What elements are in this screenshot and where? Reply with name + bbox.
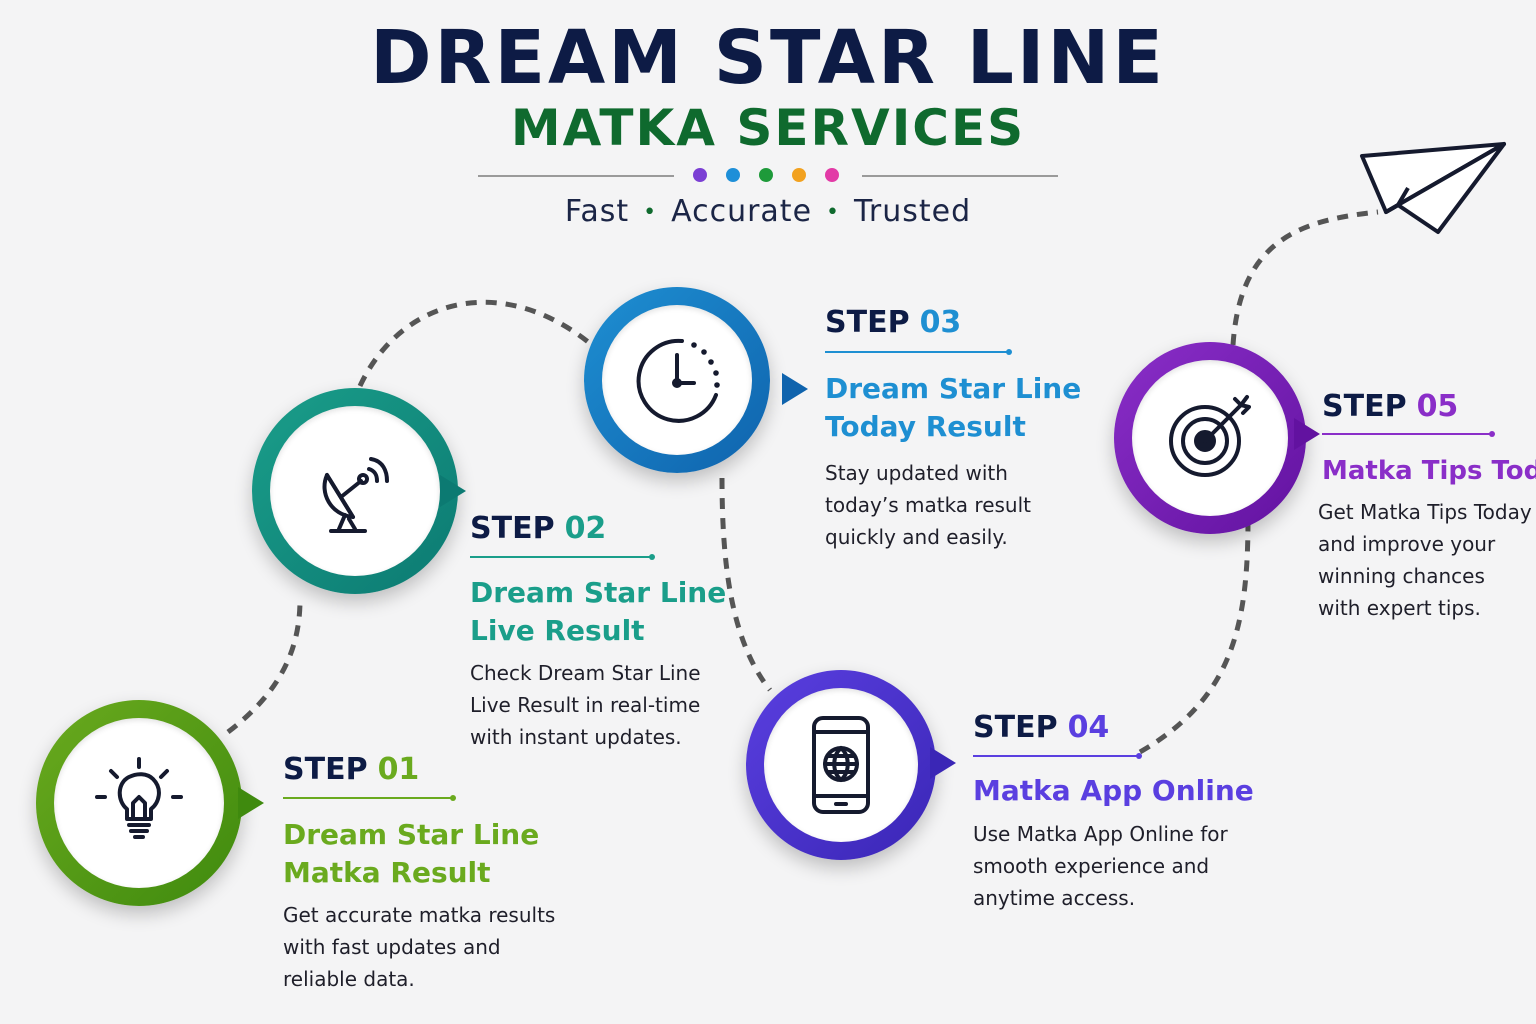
satellite-dish-icon (305, 441, 405, 541)
header-dot (693, 168, 707, 182)
step-description: smooth experience and (973, 854, 1210, 878)
step-05-pointer (1294, 418, 1320, 450)
header-dot (759, 168, 773, 182)
step-heading: Dream Star Line (825, 372, 1082, 405)
page-title: DREAM STAR LINE (370, 15, 1166, 101)
step-number: 03 (919, 305, 962, 340)
paper-plane-icon (1360, 142, 1506, 234)
step-description: anytime access. (973, 886, 1136, 910)
step-label: STEP 04 (973, 710, 1109, 746)
step-03-icon-well (602, 305, 752, 455)
step-description: winning chances (1318, 564, 1485, 588)
step-04-icon-well (764, 688, 918, 842)
step-rule (470, 554, 655, 560)
step-description: Get accurate matka results (283, 903, 556, 927)
step-04-circle (746, 670, 936, 860)
step-04-pointer (930, 747, 956, 779)
step-05-circle (1114, 342, 1306, 534)
step-heading: Matka Result (283, 856, 491, 889)
step-description: Live Result in real-time (470, 693, 701, 717)
step-description: Get Matka Tips Today (1318, 500, 1532, 524)
connector-3-4 (719, 477, 772, 692)
connector-4-5 (1138, 519, 1251, 755)
header-dot (726, 168, 740, 182)
tagline-trusted: Trusted (854, 194, 972, 229)
target-icon (1155, 383, 1265, 493)
step-description: reliable data. (283, 967, 415, 991)
step-02-pointer (440, 475, 466, 507)
step-label-prefix: STEP (283, 752, 368, 787)
tagline-accurate: Accurate (671, 194, 813, 229)
step-label-prefix: STEP (825, 305, 910, 340)
header-divider-left (478, 175, 674, 177)
header-dot (792, 168, 806, 182)
step-number: 02 (564, 511, 607, 546)
step-03-pointer (782, 373, 808, 405)
step-label-prefix: STEP (470, 511, 555, 546)
tagline-separator: • (643, 199, 658, 225)
step-description: quickly and easily. (825, 525, 1008, 549)
step-01-circle (36, 700, 242, 906)
step-label: STEP 03 (825, 305, 961, 341)
step-description: with fast updates and (283, 935, 501, 959)
step-number: 01 (377, 752, 420, 787)
step-number: 05 (1416, 389, 1459, 424)
header-divider-right (862, 175, 1058, 177)
step-label: STEP 02 (470, 511, 606, 547)
step-heading: Live Result (470, 614, 645, 647)
connector-5-plane (1230, 209, 1379, 346)
step-01-pointer (238, 787, 264, 819)
tagline-separator: • (826, 199, 841, 225)
tagline: Fast • Accurate • Trusted (0, 192, 1536, 233)
step-label-prefix: STEP (1322, 389, 1407, 424)
connector-2-3 (357, 299, 594, 388)
step-heading: Matka App Online (973, 774, 1254, 807)
step-rule (1322, 431, 1495, 437)
step-02-icon-well (270, 406, 440, 576)
header-dot (825, 168, 839, 182)
step-label: STEP 05 (1322, 389, 1458, 425)
step-03-circle (584, 287, 770, 473)
step-02-circle (252, 388, 458, 594)
step-description: Use Matka App Online for (973, 822, 1228, 846)
step-01-icon-well (54, 718, 224, 888)
step-description: and improve your (1318, 532, 1496, 556)
step-heading: Matka Tips Today (1322, 456, 1536, 486)
connector-1-2 (226, 599, 303, 734)
step-rule (825, 349, 1012, 355)
step-05-icon-well (1132, 360, 1288, 516)
step-heading: Dream Star Line (470, 576, 727, 609)
step-description: Check Dream Star Line (470, 661, 701, 685)
step-number: 04 (1067, 710, 1110, 745)
step-rule (973, 753, 1142, 759)
smartphone-globe-icon (796, 710, 886, 820)
step-heading: Today Result (825, 410, 1026, 443)
page-subtitle: MATKA SERVICES (510, 99, 1026, 157)
tagline-fast: Fast (564, 194, 630, 229)
step-description: today’s matka result (825, 493, 1032, 517)
step-description: with instant updates. (470, 725, 682, 749)
step-label: STEP 01 (283, 752, 419, 788)
step-rule (283, 795, 456, 801)
clock-icon (622, 325, 732, 435)
step-description: Stay updated with (825, 461, 1008, 485)
lightbulb-icon (91, 755, 187, 851)
step-heading: Dream Star Line (283, 818, 540, 851)
step-label-prefix: STEP (973, 710, 1058, 745)
step-description: with expert tips. (1318, 596, 1481, 620)
